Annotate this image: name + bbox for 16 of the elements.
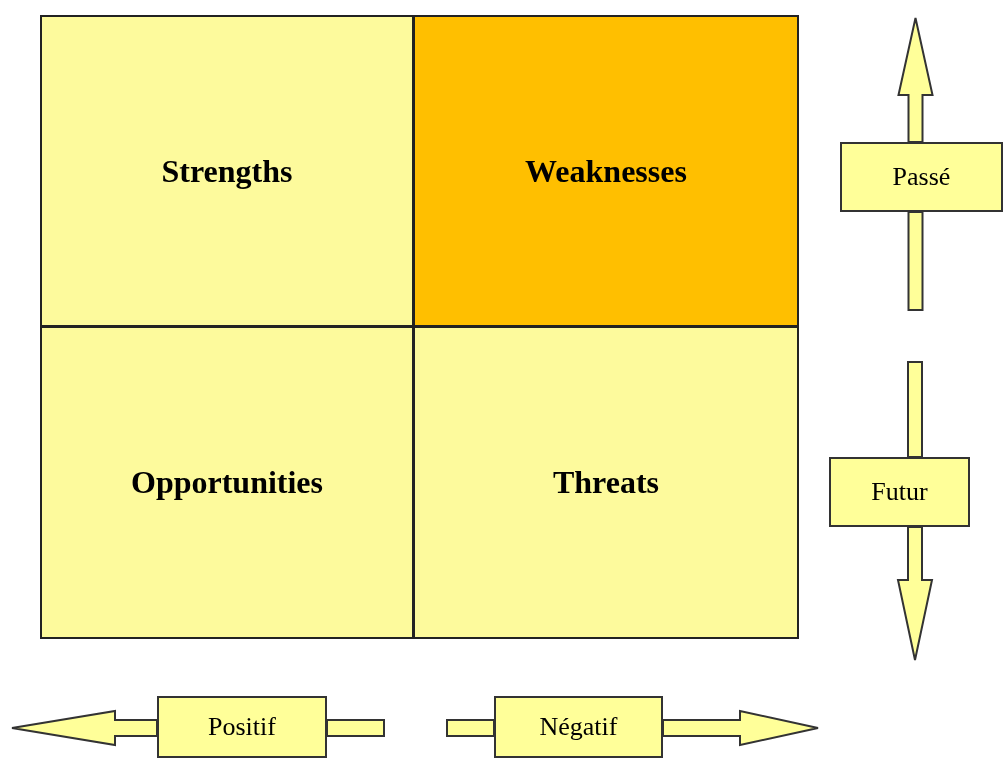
direction-label: Futur	[871, 477, 928, 507]
label-box	[494, 696, 663, 758]
direction-label: Passé	[892, 162, 951, 192]
quadrant-title: Opportunities	[131, 464, 323, 501]
quadrant-box	[413, 326, 799, 639]
direction-label: Négatif	[539, 712, 618, 742]
direction-label: Positif	[208, 712, 276, 742]
quadrant-title: Strengths	[161, 152, 293, 190]
label-box	[157, 696, 327, 758]
quadrant-title: Threats	[552, 464, 660, 501]
quadrant-box	[40, 326, 414, 639]
label-box	[829, 457, 970, 527]
label-box	[840, 142, 1003, 212]
quadrant-title: Weaknesses	[525, 152, 687, 190]
quadrant-box	[413, 15, 799, 327]
quadrant-box	[40, 15, 414, 327]
